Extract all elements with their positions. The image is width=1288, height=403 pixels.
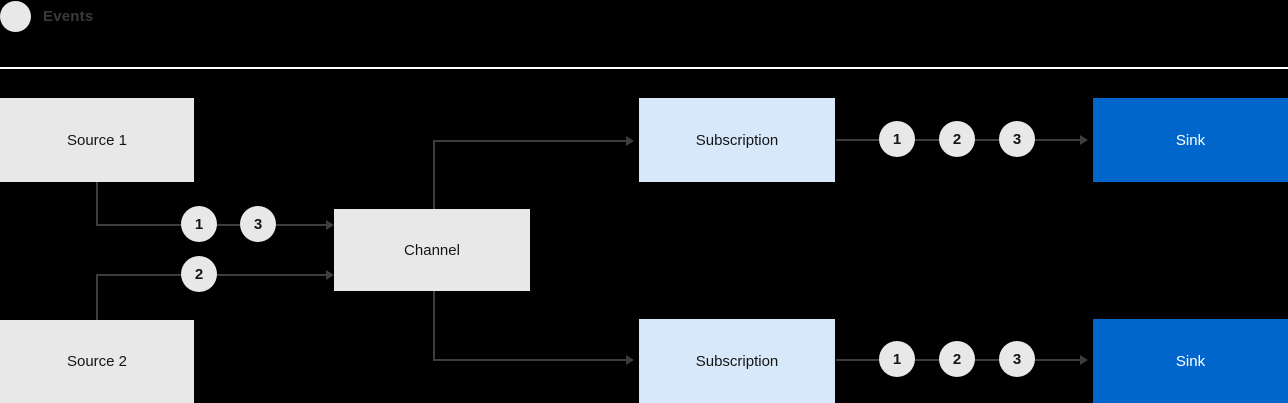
event-badge-source1-1: 1 — [181, 206, 217, 242]
node-sink-bottom-label: Sink — [1175, 352, 1206, 370]
event-badge-source1-3: 3 — [240, 206, 276, 242]
line-channel-down — [433, 290, 435, 361]
node-subscription-bottom[interactable]: Subscription — [639, 319, 835, 403]
event-badge-label: 1 — [892, 350, 902, 368]
arrow-subscription-bottom-to-sink — [1080, 355, 1088, 365]
event-badge-sub-top-2: 2 — [939, 121, 975, 157]
event-badge-label: 2 — [952, 130, 962, 148]
line-channel-to-subscription-top — [433, 140, 631, 142]
node-subscription-top[interactable]: Subscription — [639, 98, 835, 182]
node-channel[interactable]: Channel — [334, 209, 530, 291]
event-badge-sub-top-1: 1 — [879, 121, 915, 157]
event-badge-label: 3 — [1012, 130, 1022, 148]
node-subscription-top-label: Subscription — [695, 131, 779, 149]
event-badge-source2-2: 2 — [181, 256, 217, 292]
node-sink-bottom[interactable]: Sink — [1093, 319, 1288, 403]
legend-label: Events — [43, 8, 94, 25]
event-badge-label: 3 — [1012, 350, 1022, 368]
arrow-channel-to-subscription-top — [626, 136, 634, 146]
header-divider — [0, 67, 1288, 69]
node-source-1-label: Source 1 — [66, 131, 128, 149]
arrow-channel-to-subscription-bottom — [626, 355, 634, 365]
event-badge-label: 2 — [952, 350, 962, 368]
line-channel-up — [433, 140, 435, 212]
node-source-2-label: Source 2 — [66, 353, 128, 370]
line-channel-to-subscription-bottom — [433, 359, 631, 361]
event-badge-label: 2 — [194, 265, 204, 283]
event-badge-sub-bottom-1: 1 — [879, 341, 915, 377]
node-subscription-bottom-label: Subscription — [695, 352, 779, 370]
node-channel-label: Channel — [404, 241, 460, 259]
event-badge-label: 1 — [194, 215, 204, 233]
legend: Events — [0, 0, 93, 33]
event-badge-sub-bottom-2: 2 — [939, 341, 975, 377]
node-source-2[interactable]: Source 2 — [0, 320, 194, 403]
event-badge-label: 3 — [253, 215, 263, 233]
line-source2-up — [96, 274, 98, 322]
node-sink-top-label: Sink — [1175, 131, 1206, 149]
arrow-source2-to-channel — [326, 270, 334, 280]
line-source1-down — [96, 182, 98, 226]
node-sink-top[interactable]: Sink — [1093, 98, 1288, 182]
arrow-subscription-top-to-sink — [1080, 135, 1088, 145]
event-badge-sub-bottom-3: 3 — [999, 341, 1035, 377]
arrow-source1-to-channel — [326, 220, 334, 230]
event-badge-label: 1 — [892, 130, 902, 148]
event-badge-sub-top-3: 3 — [999, 121, 1035, 157]
node-source-1[interactable]: Source 1 — [0, 98, 194, 182]
event-dot-icon — [0, 1, 31, 32]
